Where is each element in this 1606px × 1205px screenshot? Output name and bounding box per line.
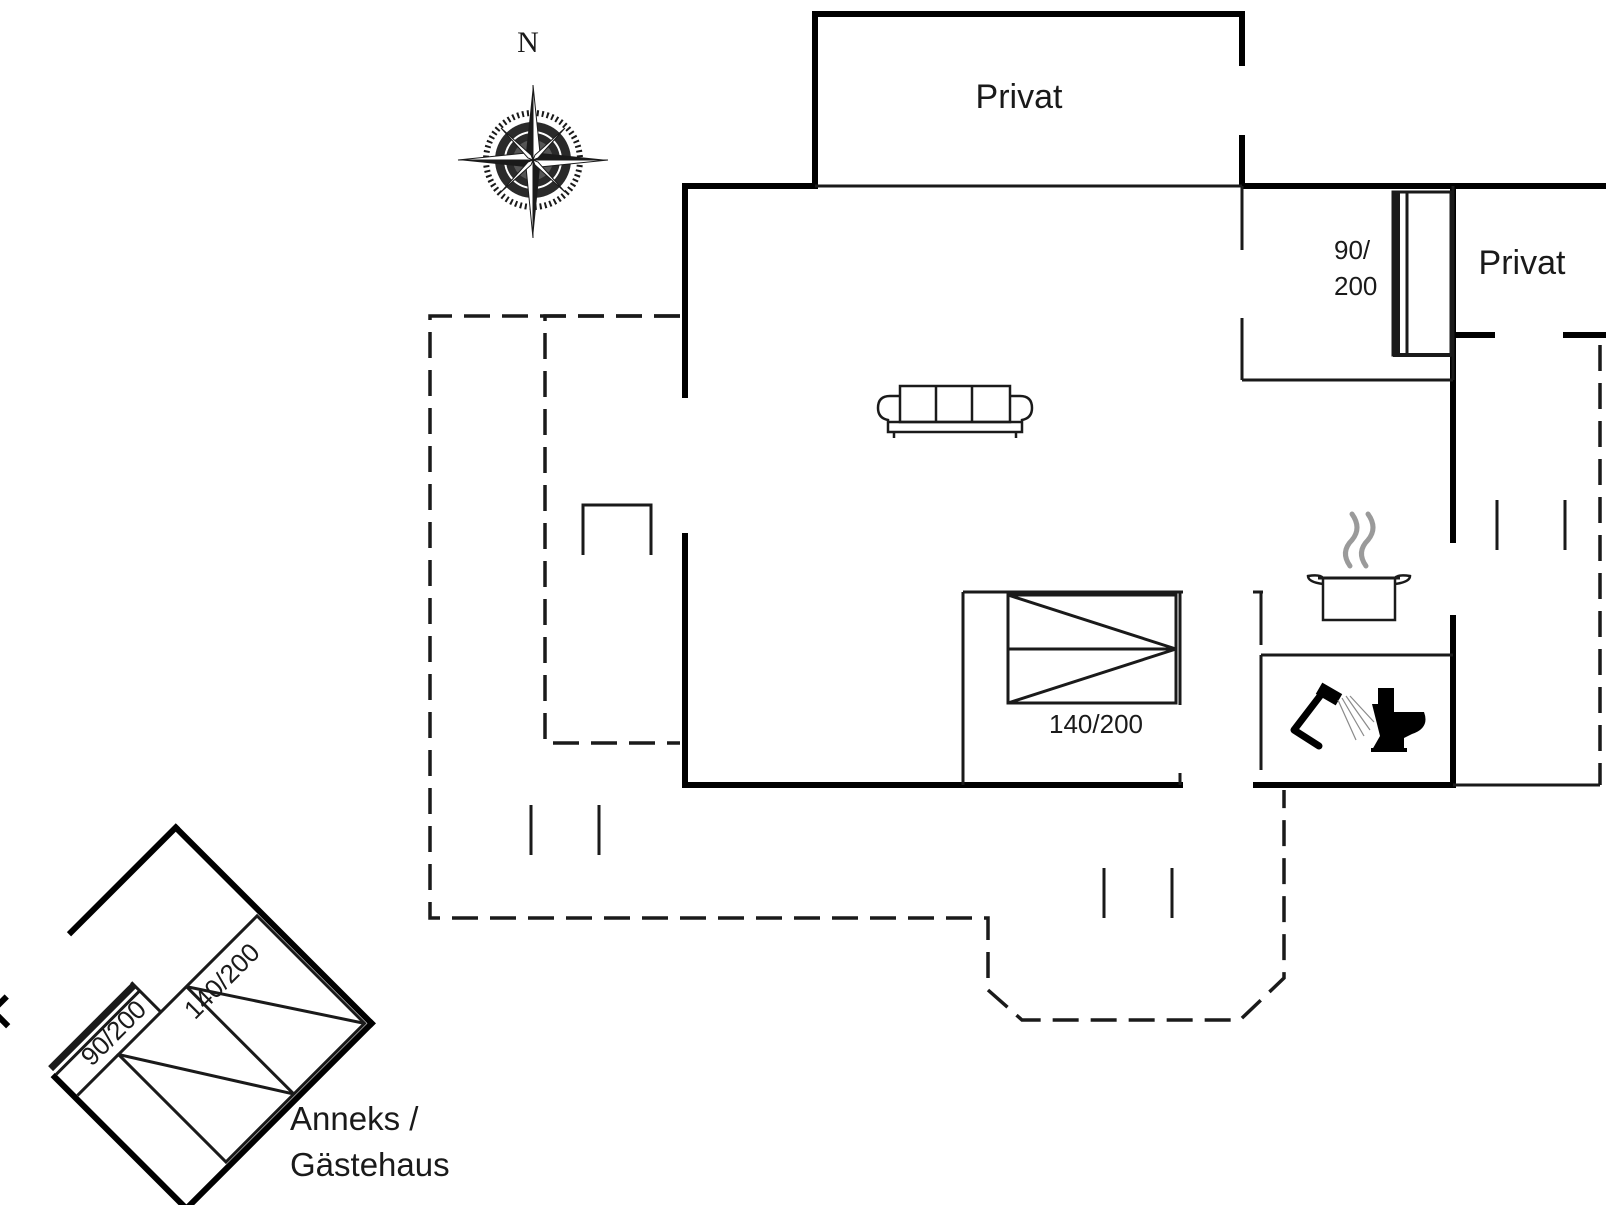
- door-marks: [529, 500, 1567, 918]
- terrace-outline: [428, 314, 1602, 1022]
- annex-title-line1: Anneks /: [290, 1100, 419, 1137]
- compass-rose-icon: [457, 84, 609, 239]
- right-private-label: Privat: [1479, 244, 1566, 282]
- sofa-icon: [876, 384, 1034, 438]
- compass: N: [457, 26, 609, 239]
- annex-wall-left: [50, 1072, 191, 1205]
- annex-wall-top-right: [66, 823, 180, 937]
- annex-single-bed: [48, 981, 162, 1097]
- chair-outline: [581, 503, 653, 555]
- annex-title-line2: Gästehaus: [290, 1146, 450, 1183]
- single-bed-label-line1: 90/: [1334, 235, 1371, 265]
- toilet-icon: [1371, 688, 1426, 752]
- double-bed-label: 140/200: [1049, 709, 1143, 739]
- main-house-walls: [682, 11, 1606, 788]
- cooking-pot-icon: [1306, 511, 1412, 622]
- annex-wall-bottom: [182, 1019, 376, 1205]
- north-label: N: [517, 26, 539, 59]
- annex-wall-right: [172, 823, 376, 1028]
- double-bed: [1006, 593, 1178, 705]
- single-bed-label-line2: 200: [1334, 271, 1377, 301]
- interior-walls: [581, 184, 1600, 787]
- annex-wall-top-left: [0, 1008, 11, 1029]
- single-bed: [1391, 190, 1453, 357]
- annex-double-bed: [116, 913, 367, 1165]
- shower-icon: [1290, 682, 1375, 750]
- top-private-label: Privat: [976, 78, 1063, 116]
